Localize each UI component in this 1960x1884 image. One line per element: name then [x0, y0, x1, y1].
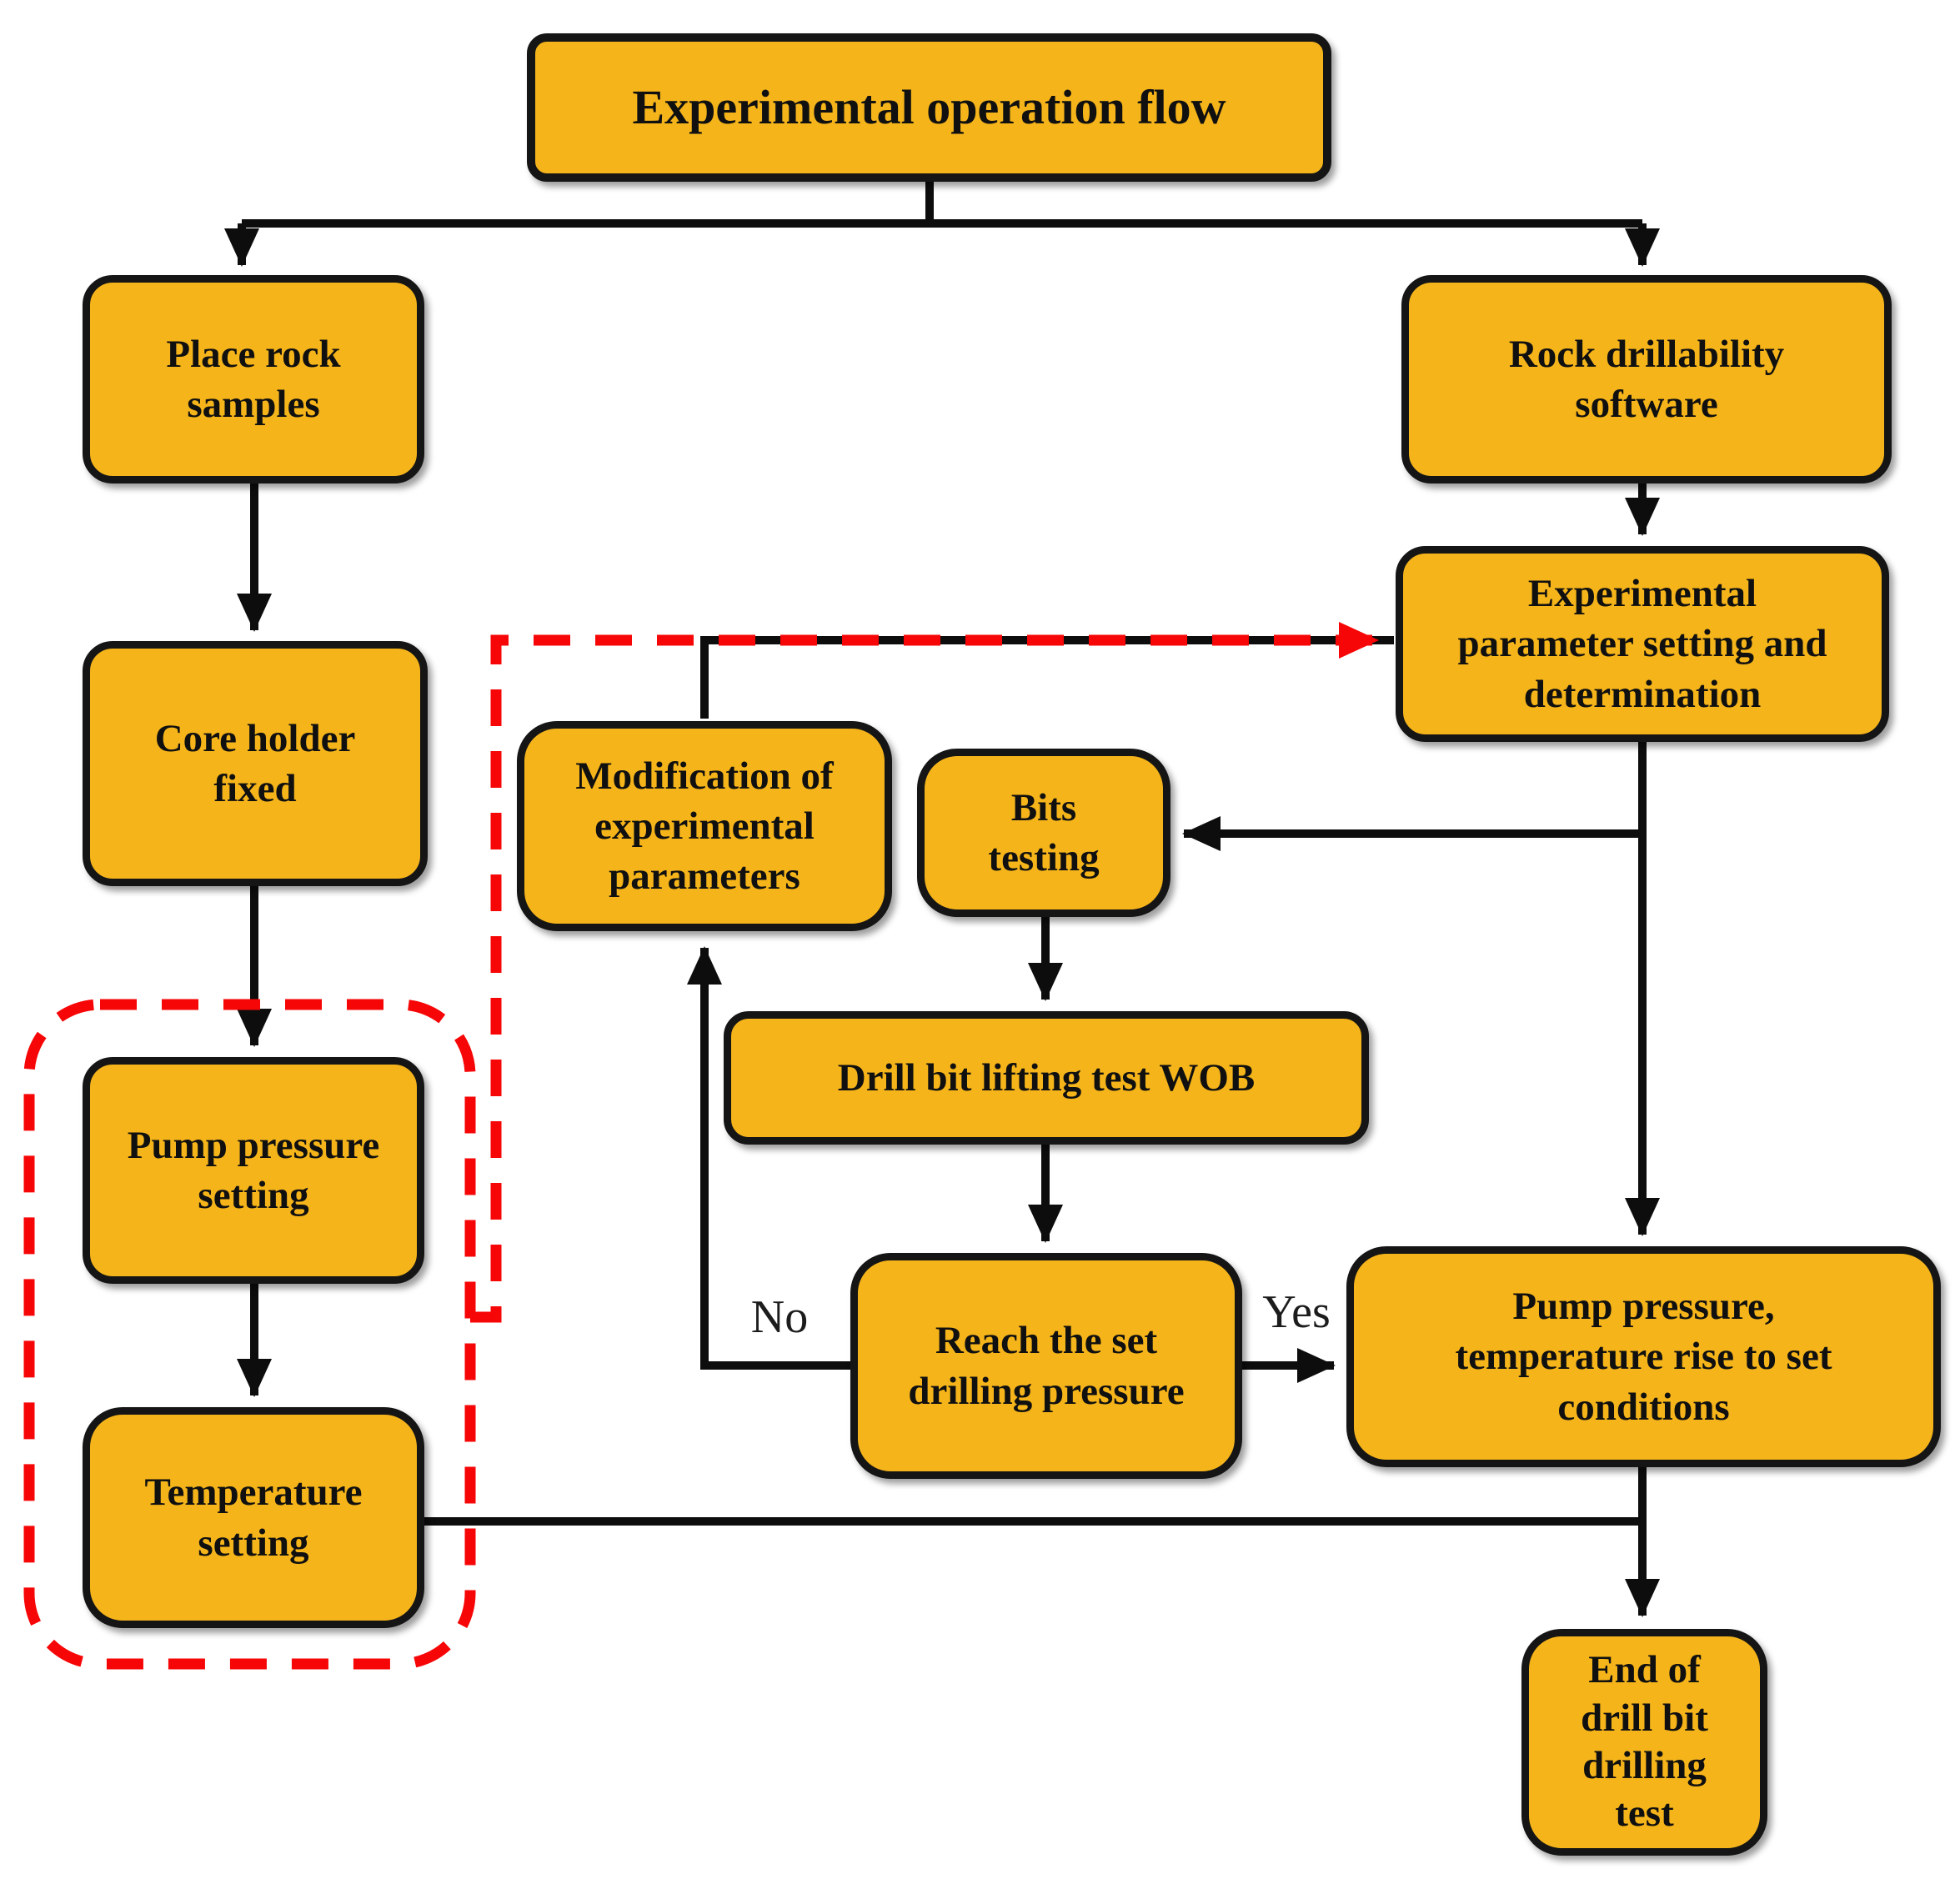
node-drill-bit-lifting-test-wob: Drill bit lifting test WOB [724, 1011, 1369, 1145]
node-place-rock-samples: Place rock samples [83, 275, 424, 484]
node-experimental-parameter-setting: Experimental parameter setting and deter… [1396, 546, 1889, 742]
node-core-holder-fixed: Core holder fixed [83, 641, 428, 886]
node-end-of-drill-bit-test: End of drill bit drilling test [1521, 1629, 1767, 1856]
connector-no-loop [687, 946, 852, 1370]
edge-label-no: No [750, 1291, 809, 1343]
node-bits-testing: Bits testing [917, 749, 1170, 917]
red-dashed-feedback-arrow [470, 622, 1379, 1323]
node-pump-pressure-setting: Pump pressure setting [83, 1057, 424, 1284]
node-rock-drillability-software: Rock drillability software [1401, 275, 1892, 484]
highlight-dashed-outline [23, 999, 476, 1670]
node-temperature-setting: Temperature setting [83, 1407, 424, 1628]
node-pump-pressure-temperature-rise: Pump pressure, temperature rise to set c… [1346, 1246, 1941, 1467]
connector-title-split [242, 182, 1642, 228]
node-title: Experimental operation flow [527, 33, 1331, 182]
connector-modification-feedback [700, 636, 1394, 719]
node-reach-set-drilling-pressure: Reach the set drilling pressure [850, 1253, 1242, 1479]
edge-label-yes: Yes [1262, 1286, 1331, 1338]
node-modification-of-parameters: Modification of experimental parameters [517, 721, 892, 931]
